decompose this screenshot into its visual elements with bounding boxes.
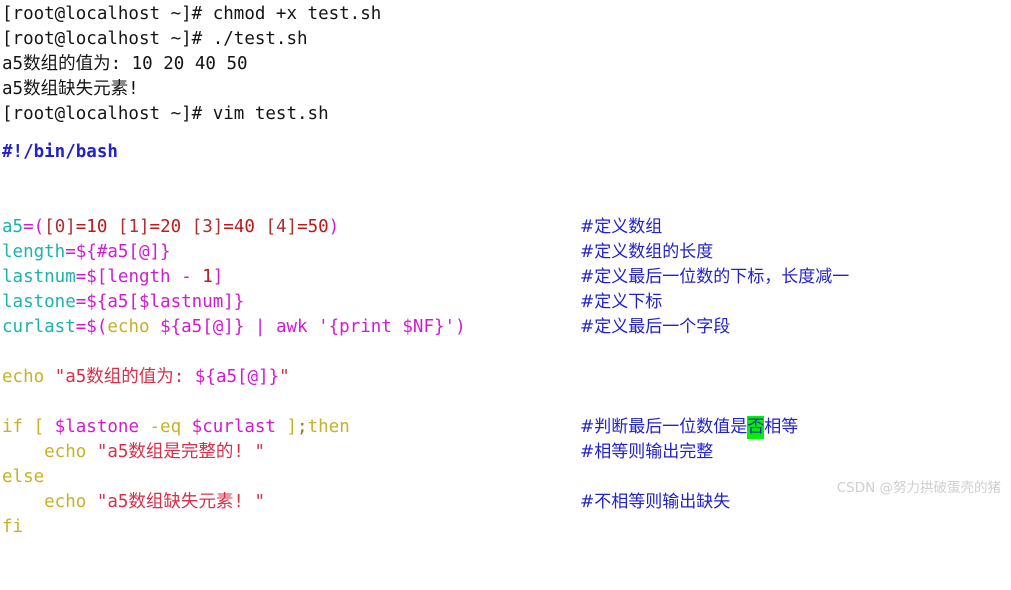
array-open-paren: =( [23,217,45,237]
echo-keyword: echo [2,442,97,462]
array-close-paren: ) [328,217,340,237]
comment-define-length: #定义数组的长度 [580,242,714,262]
comment-equal-output-complete: #相等则输出完整 [580,442,714,462]
lastnum-expression: =$[length - [75,267,203,287]
lastone-var-name: lastone [2,292,76,312]
code-line-lastnum: lastnum=$[length - 1] #定义最后一位数的下标，长度减一 [2,265,1011,290]
echo-missing-code: echo "a5数组缺失元素! " [2,490,265,515]
array-value-0: =10 [75,217,118,237]
lastone-expression: =${a5[$lastnum]} [75,292,245,312]
code-line-lastone: lastone=${a5[$lastnum]} #定义下标 [2,290,1011,315]
vim-cursor-block: 否 [747,416,765,439]
curlast-code: curlast=$(echo ${a5[@]} | awk '{print $N… [2,315,466,340]
array-index-3: [3] [191,217,224,237]
curlast-pipeline: ${a5[@]} | awk '{print $NF}') [149,317,466,337]
terminal-line: a5数组的值为: 10 20 40 50 [2,54,248,74]
comment-not-equal-output-missing: #不相等则输出缺失 [580,492,731,512]
echo-complete-code: echo "a5数组是完整的! " [2,440,265,465]
echo-string-prefix: "a5数组的值为: [54,367,195,387]
length-code: length=${#a5[@]} [2,240,171,265]
code-line-if: if [ $lastone -eq $curlast ];then #判断最后一… [2,415,1011,440]
code-line-curlast: curlast=$(echo ${a5[@]} | awk '{print $N… [2,315,1011,340]
code-line-blank [2,340,1011,365]
array-index-1: [1] [117,217,150,237]
array-value-4: =50 [297,217,329,237]
comment-define-index: #定义下标 [580,292,663,312]
code-line-shebang: #!/bin/bash [2,140,1011,165]
comment-check-equal-suffix: 相等 [764,417,799,437]
echo-string-suffix: " [279,367,290,387]
code-line-blank [2,165,1011,190]
code-line-blank [2,390,1011,415]
length-expression: =${#a5[@]} [65,242,171,262]
curlast-echo-keyword: echo [107,317,150,337]
code-line-fi: fi [2,515,1011,540]
terminal-vim-screen: [root@localhost ~]# chmod +x test.sh [ro… [2,2,1011,537]
code-line-echo-values: echo "a5数组的值为: ${a5[@]}" [2,365,1011,390]
terminal-line: [root@localhost ~]# chmod +x test.sh [2,4,382,24]
if-variable-curlast: $curlast [191,417,276,437]
echo-keyword: echo [2,492,97,512]
comment-define-array: #定义数组 [580,217,663,237]
comment-check-equal: #判断最后一位数值是否相等 [580,415,798,440]
curlast-var-name: curlast [2,317,76,337]
curlast-subshell-open: =$( [75,317,108,337]
array-value-1: =20 [149,217,192,237]
terminal-line: [root@localhost ~]# ./test.sh [2,29,308,49]
if-semicolon: ; [297,417,308,437]
array-index-4: [4] [265,217,298,237]
comment-define-last-field: #定义最后一个字段 [580,317,731,337]
code-line-array-decl: a5=([0]=10 [1]=20 [3]=40 [4]=50) #定义数组 [2,215,1011,240]
length-var-name: length [2,242,66,262]
if-keyword: if [ [2,417,55,437]
array-var-name: a5 [2,217,24,237]
lastnum-expression-tail: ] [212,267,224,287]
csdn-watermark: CSDN @努力拱破蛋壳的猪 [836,480,1001,496]
code-line-blank [2,190,1011,215]
if-variable-lastone: $lastone [54,417,139,437]
echo-complete-string: "a5数组是完整的! " [96,442,266,462]
array-decl-code: a5=([0]=10 [1]=20 [3]=40 [4]=50) [2,215,339,240]
terminal-line: a5数组缺失元素! [2,79,139,99]
lastnum-var-name: lastnum [2,267,76,287]
lastnum-code: lastnum=$[length - 1] [2,265,223,290]
code-line-length: length=${#a5[@]} #定义数组的长度 [2,240,1011,265]
else-keyword: else [2,467,45,487]
then-keyword: then [307,417,350,437]
code-line-echo-complete: echo "a5数组是完整的! " #相等则输出完整 [2,440,1011,465]
if-operator-eq: -eq [138,417,192,437]
code-line-else: else [2,465,1011,490]
shebang-text: #!/bin/bash [2,142,118,162]
comment-check-equal-prefix: #判断最后一位数值是 [580,417,748,437]
echo-string-variable: ${a5[@]} [194,367,280,387]
lastnum-number: 1 [202,267,213,287]
echo-values-code: echo "a5数组的值为: ${a5[@]}" [2,365,290,390]
echo-missing-string: "a5数组缺失元素! " [96,492,266,512]
terminal-line: [root@localhost ~]# vim test.sh [2,104,329,124]
echo-keyword: echo [2,367,55,387]
comment-define-last-index: #定义最后一位数的下标，长度减一 [580,267,850,287]
if-code: if [ $lastone -eq $curlast ];then [2,415,350,440]
if-bracket-close: ] [275,417,298,437]
fi-keyword: fi [2,517,24,537]
lastone-code: lastone=${a5[$lastnum]} [2,290,244,315]
array-index-0: [0] [44,217,76,237]
array-value-3: =40 [223,217,266,237]
terminal-output: [root@localhost ~]# chmod +x test.sh [ro… [2,2,602,127]
